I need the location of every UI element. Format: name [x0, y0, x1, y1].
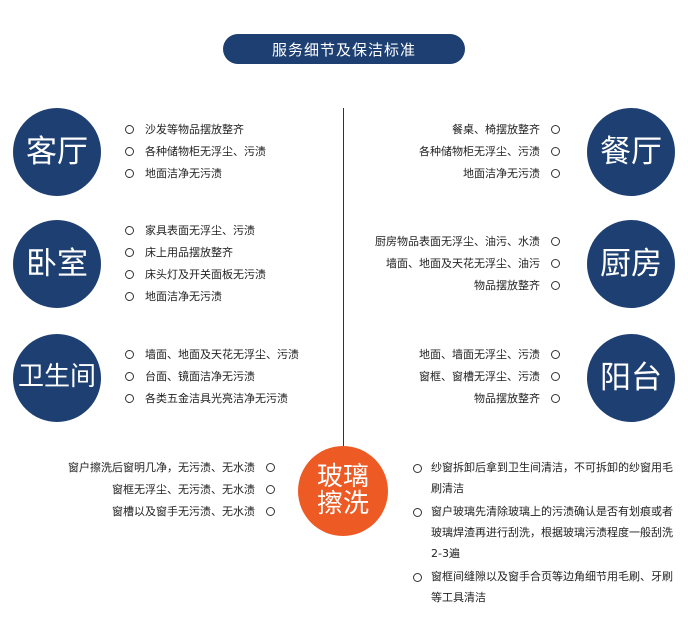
list-item: 各类五金洁具光亮洁净无污渍 — [125, 387, 299, 409]
list-item: 地面洁净无污渍 — [125, 285, 266, 307]
list-item: 地面洁净无污渍 — [419, 162, 560, 184]
bedroom-list: 家具表面无浮尘、污渍 床上用品摆放整齐 床头灯及开关面板无污渍 地面洁净无污渍 — [125, 219, 266, 307]
kitchen-list: 厨房物品表面无浮尘、油污、水渍 墙面、地面及天花无浮尘、油污 物品摆放整齐 — [375, 230, 560, 296]
bedroom-badge: 卧室 — [13, 220, 101, 308]
list-item: 窗槽以及窗手无污渍、无水渍 — [68, 500, 275, 522]
list-item: 床上用品摆放整齐 — [125, 241, 266, 263]
living-room-badge: 客厅 — [13, 108, 101, 196]
list-item: 床头灯及开关面板无污渍 — [125, 263, 266, 285]
list-item: 餐桌、椅摆放整齐 — [419, 118, 560, 140]
list-item: 窗框、窗槽无浮尘、污渍 — [419, 365, 560, 387]
glass-left-list: 窗户擦洗后窗明几净，无污渍、无水渍 窗框无浮尘、无污渍、无水渍 窗槽以及窗手无污… — [68, 456, 275, 522]
list-item: 家具表面无浮尘、污渍 — [125, 219, 266, 241]
page-title: 服务细节及保洁标准 — [223, 34, 465, 64]
list-item: 各种储物柜无浮尘、污渍 — [125, 140, 266, 162]
kitchen-badge: 厨房 — [587, 220, 675, 308]
dining-room-badge: 餐厅 — [587, 108, 675, 196]
list-item: 物品摆放整齐 — [419, 387, 560, 409]
list-item: 地面、墙面无浮尘、污渍 — [419, 343, 560, 365]
dining-room-list: 餐桌、椅摆放整齐 各种储物柜无浮尘、污渍 地面洁净无污渍 — [419, 118, 560, 184]
glass-title-line1: 玻璃 — [316, 461, 369, 492]
list-item: 沙发等物品摆放整齐 — [125, 118, 266, 140]
list-item: 台面、镜面洁净无污渍 — [125, 365, 299, 387]
bathroom-badge: 卫生间 — [13, 334, 101, 422]
list-item: 地面洁净无污渍 — [125, 162, 266, 184]
glass-cleaning-badge: 玻璃 擦洗 — [298, 446, 388, 536]
list-item: 各种储物柜无浮尘、污渍 — [419, 140, 560, 162]
glass-title-line2: 擦洗 — [316, 489, 369, 519]
glass-right-list: 纱窗拆卸后拿到卫生间清洁，不可拆卸的纱窗用毛刷清洁 窗户玻璃先清除玻璃上的污渍确… — [413, 457, 678, 610]
list-item: 窗户玻璃先清除玻璃上的污渍确认是否有划痕或者玻璃焊渣再进行刮洗，根据玻璃污渍程度… — [413, 501, 678, 564]
list-item: 窗户擦洗后窗明几净，无污渍、无水渍 — [68, 456, 275, 478]
balcony-list: 地面、墙面无浮尘、污渍 窗框、窗槽无浮尘、污渍 物品摆放整齐 — [419, 343, 560, 409]
bathroom-list: 墙面、地面及天花无浮尘、污渍 台面、镜面洁净无污渍 各类五金洁具光亮洁净无污渍 — [125, 343, 299, 409]
list-item: 墙面、地面及天花无浮尘、污渍 — [125, 343, 299, 365]
balcony-badge: 阳台 — [587, 334, 675, 422]
list-item: 厨房物品表面无浮尘、油污、水渍 — [375, 230, 560, 252]
list-item: 窗框无浮尘、无污渍、无水渍 — [68, 478, 275, 500]
list-item: 纱窗拆卸后拿到卫生间清洁，不可拆卸的纱窗用毛刷清洁 — [413, 457, 678, 499]
list-item: 墙面、地面及天花无浮尘、油污 — [375, 252, 560, 274]
center-divider — [343, 108, 344, 446]
living-room-list: 沙发等物品摆放整齐 各种储物柜无浮尘、污渍 地面洁净无污渍 — [125, 118, 266, 184]
list-item: 窗框间缝隙以及窗手合页等边角细节用毛刷、牙刷等工具清洁 — [413, 566, 678, 608]
list-item: 物品摆放整齐 — [375, 274, 560, 296]
